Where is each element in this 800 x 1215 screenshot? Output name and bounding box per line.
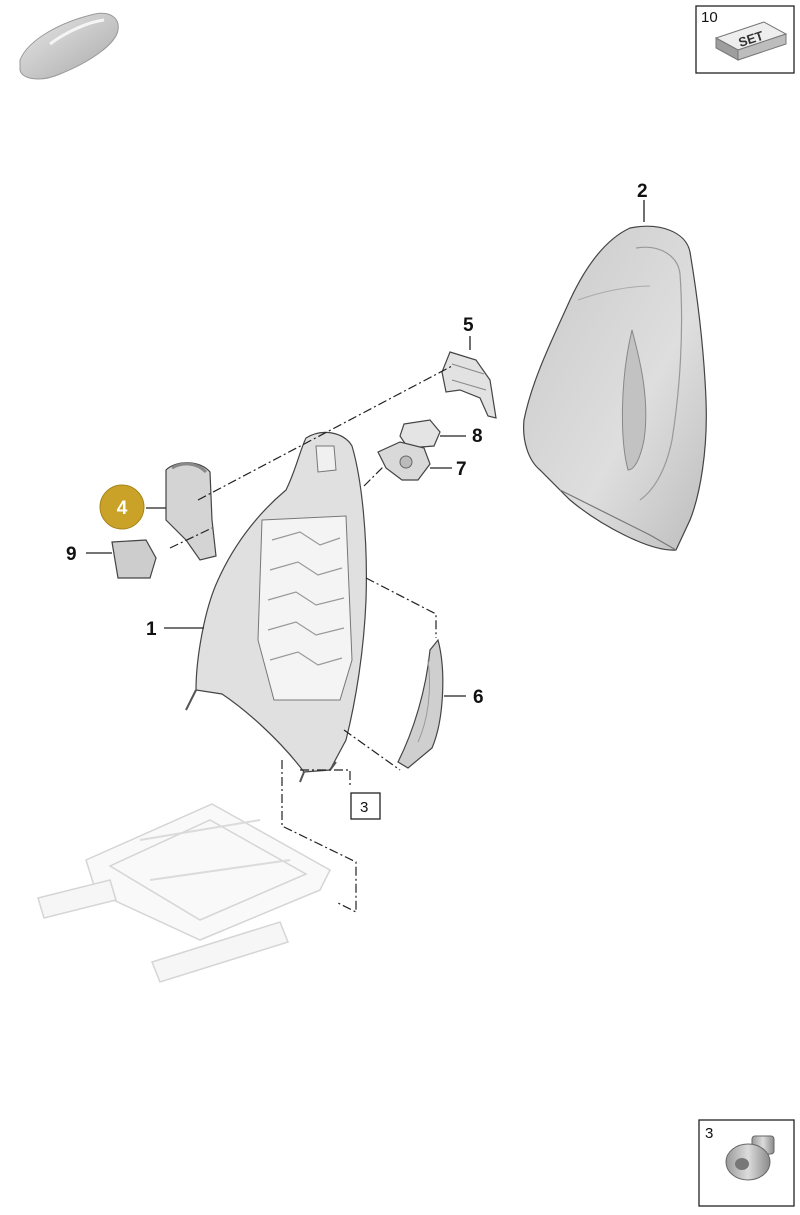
callout-9: 9	[66, 544, 77, 565]
screw-icon	[725, 1135, 775, 1181]
cover-cap	[111, 539, 157, 579]
side-trim	[165, 462, 217, 561]
callout-4-highlight: 4	[99, 484, 145, 530]
set-label: SET	[737, 28, 766, 50]
callout-6: 6	[473, 687, 484, 708]
seat-back-shell	[523, 225, 707, 551]
screw-box: 3	[698, 1119, 795, 1207]
mechanism-part-7	[377, 441, 431, 481]
backrest-frame	[185, 431, 367, 783]
frame-ref-box: 3	[350, 792, 381, 820]
callout-7: 7	[456, 459, 467, 480]
bracket-part-8	[399, 419, 441, 449]
set-box-icon: SET	[714, 21, 788, 61]
callout-2: 2	[637, 181, 648, 202]
callout-8: 8	[472, 426, 483, 447]
screw-box-number: 3	[705, 1125, 713, 1142]
callout-4: 4	[117, 498, 128, 519]
leader-lines	[86, 200, 645, 697]
seat-base-frame	[37, 803, 331, 983]
set-box: 10 SET	[695, 5, 795, 74]
callout-1: 1	[146, 619, 157, 640]
assembly-lines	[169, 365, 453, 913]
upper-bracket	[441, 351, 497, 419]
frame-ref-label: 3	[360, 799, 368, 816]
car-silhouette-icon	[19, 12, 119, 80]
rear-panel	[397, 638, 444, 769]
callout-5: 5	[463, 315, 474, 336]
set-box-number: 10	[701, 9, 718, 26]
